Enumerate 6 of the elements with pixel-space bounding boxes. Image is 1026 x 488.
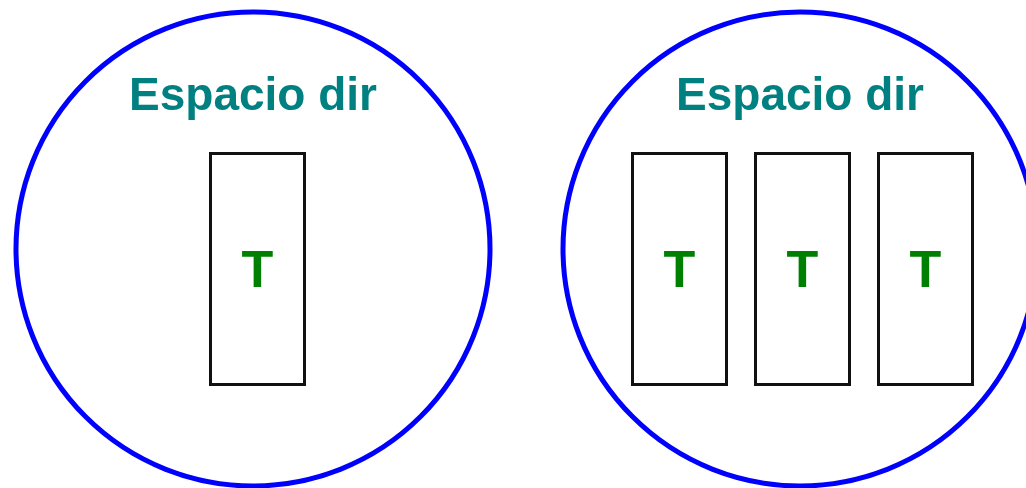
rectangle-box: T (631, 152, 728, 386)
rectangle-box: T (754, 152, 851, 386)
region-title: Espacio dir (676, 68, 924, 120)
rectangle-box: T (877, 152, 974, 386)
rectangle-box: T (209, 152, 306, 386)
region-title: Espacio dir (129, 68, 377, 120)
